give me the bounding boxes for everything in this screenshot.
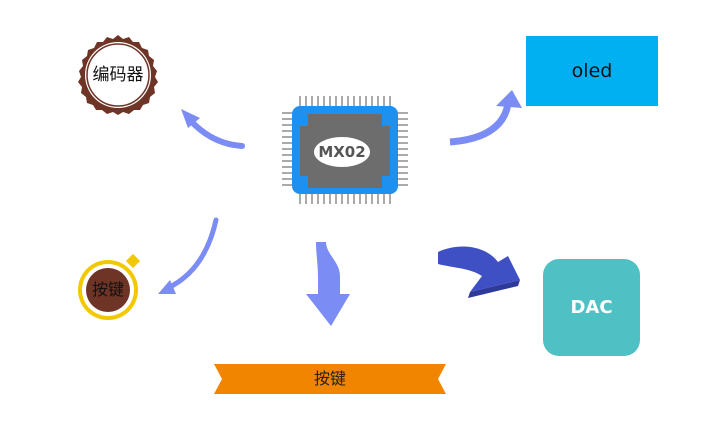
button-banner-label: 按键 bbox=[313, 369, 346, 388]
arrow-to-oled bbox=[449, 90, 522, 146]
button-banner bbox=[214, 364, 446, 394]
chip-label-oval bbox=[314, 137, 370, 167]
oled-label: oled bbox=[571, 60, 613, 82]
dac-label: DAC bbox=[570, 297, 613, 318]
chip-pins bbox=[282, 96, 408, 204]
arrow-to-encoder bbox=[181, 109, 245, 149]
arrow-to-banner bbox=[306, 242, 350, 326]
oled-box: oled bbox=[526, 36, 658, 106]
button-knob bbox=[78, 253, 141, 320]
encoder-label: 编码器 bbox=[92, 65, 144, 85]
button-knob-label: 按键 bbox=[91, 280, 124, 299]
dac-box: DAC bbox=[543, 259, 640, 356]
arrow-to-dac bbox=[438, 246, 520, 298]
chip-label: MX02 bbox=[318, 143, 366, 161]
encoder-badge bbox=[78, 35, 158, 115]
chip bbox=[282, 96, 408, 204]
arrow-to-button-left bbox=[158, 217, 219, 294]
